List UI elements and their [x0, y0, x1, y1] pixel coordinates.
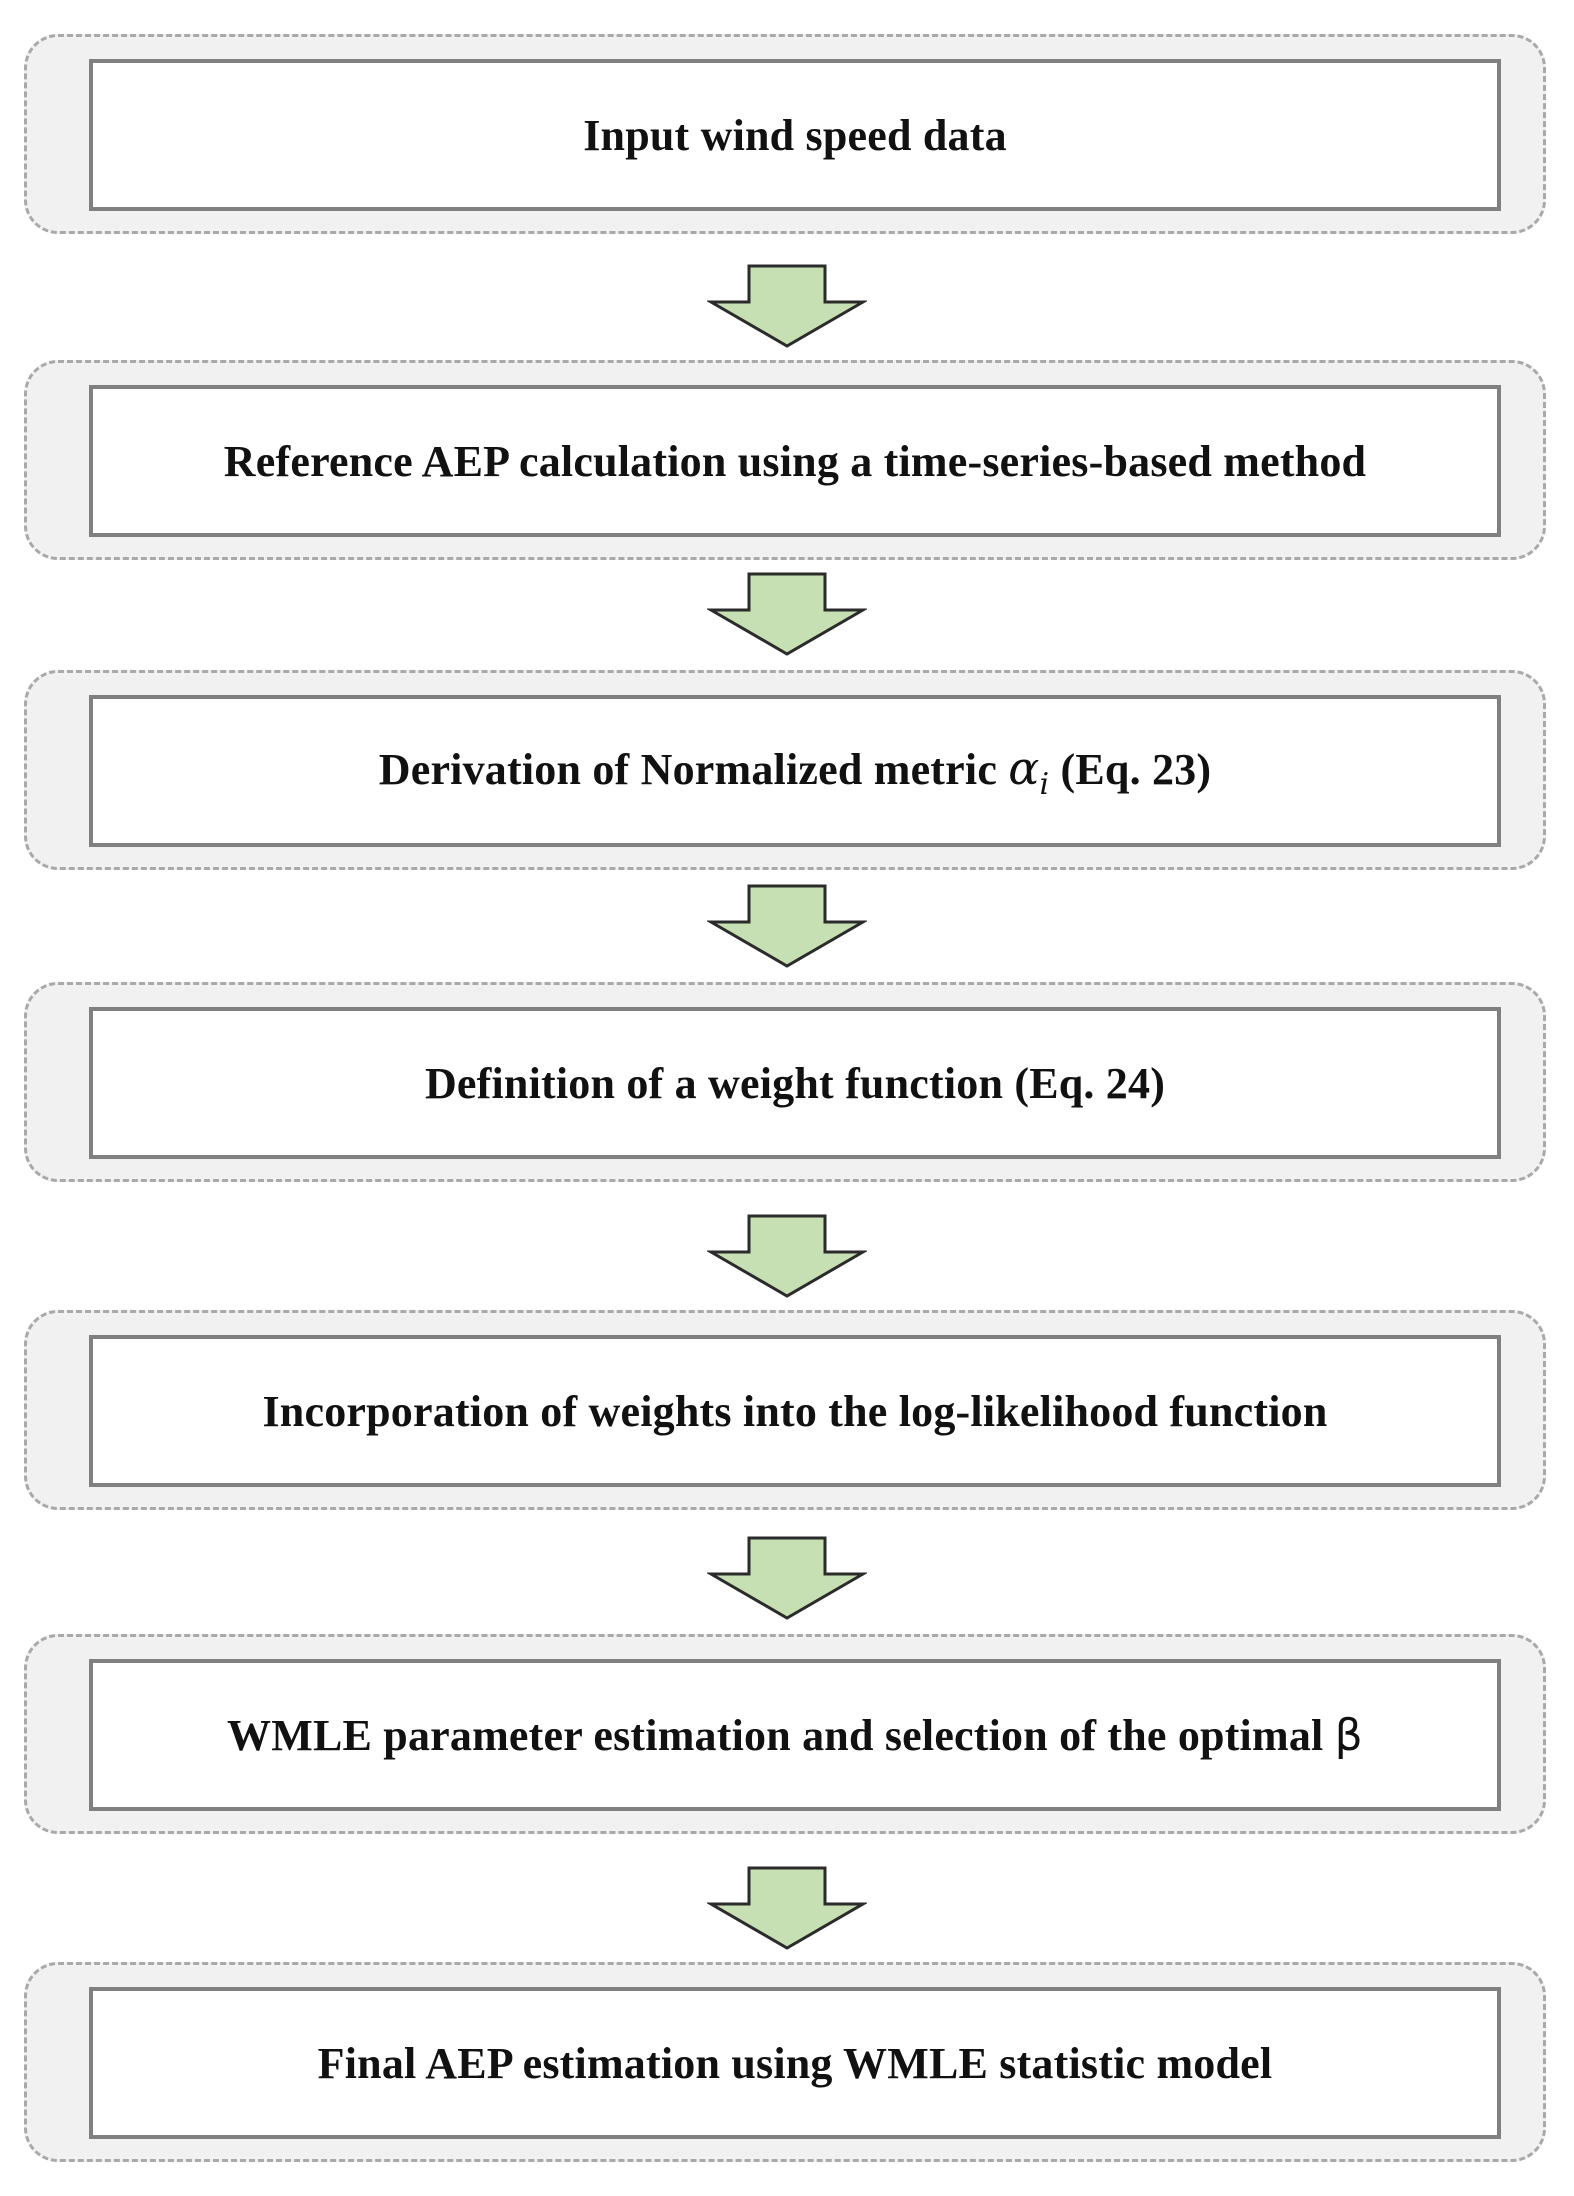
down-arrow-icon: [707, 1214, 867, 1298]
step-label-wmle-estimation: WMLE parameter estimation and selection …: [227, 1710, 1363, 1761]
step-box-weight-function: Definition of a weight function (Eq. 24): [89, 1007, 1501, 1159]
alpha-subscript: i: [1039, 766, 1050, 802]
stage-weight-function: Definition of a weight function (Eq. 24): [24, 982, 1546, 1182]
step-box-reference-aep: Reference AEP calculation using a time-s…: [89, 385, 1501, 537]
stage-input-wind-speed: Input wind speed data: [24, 34, 1546, 234]
stage-normalized-metric: Derivation of Normalized metric αi (Eq. …: [24, 670, 1546, 870]
down-arrow-icon: [707, 572, 867, 656]
step-label-weight-function: Definition of a weight function (Eq. 24): [424, 1058, 1166, 1108]
step-box-final-aep: Final AEP estimation using WMLE statisti…: [89, 1987, 1501, 2139]
step-box-normalized-metric: Derivation of Normalized metric αi (Eq. …: [89, 695, 1501, 847]
step-label-reference-aep: Reference AEP calculation using a time-s…: [223, 436, 1367, 486]
step-box-input-wind-speed: Input wind speed data: [89, 59, 1501, 211]
step-box-log-likelihood: Incorporation of weights into the log-li…: [89, 1335, 1501, 1487]
normalized-metric-prefix: Derivation of Normalized metric: [378, 744, 1009, 794]
beta-symbol: β: [1334, 1709, 1363, 1761]
stage-final-aep: Final AEP estimation using WMLE statisti…: [24, 1962, 1546, 2162]
stage-wmle-estimation: WMLE parameter estimation and selection …: [24, 1634, 1546, 1834]
down-arrow-icon: [707, 1536, 867, 1620]
stage-reference-aep: Reference AEP calculation using a time-s…: [24, 360, 1546, 560]
alpha-symbol: αi: [1008, 740, 1050, 802]
step-label-normalized-metric: Derivation of Normalized metric αi (Eq. …: [379, 741, 1212, 802]
down-arrow-icon: [707, 884, 867, 968]
down-arrow-icon: [707, 1866, 867, 1950]
normalized-metric-suffix: (Eq. 23): [1049, 744, 1212, 794]
step-label-input-wind-speed: Input wind speed data: [583, 110, 1007, 160]
step-box-wmle-estimation: WMLE parameter estimation and selection …: [89, 1659, 1501, 1811]
step-label-final-aep: Final AEP estimation using WMLE statisti…: [317, 2038, 1273, 2088]
stage-log-likelihood: Incorporation of weights into the log-li…: [24, 1310, 1546, 1510]
step-label-log-likelihood: Incorporation of weights into the log-li…: [262, 1386, 1328, 1436]
down-arrow-icon: [707, 264, 867, 348]
wmle-estimation-prefix: WMLE parameter estimation and selection …: [227, 1710, 1335, 1760]
